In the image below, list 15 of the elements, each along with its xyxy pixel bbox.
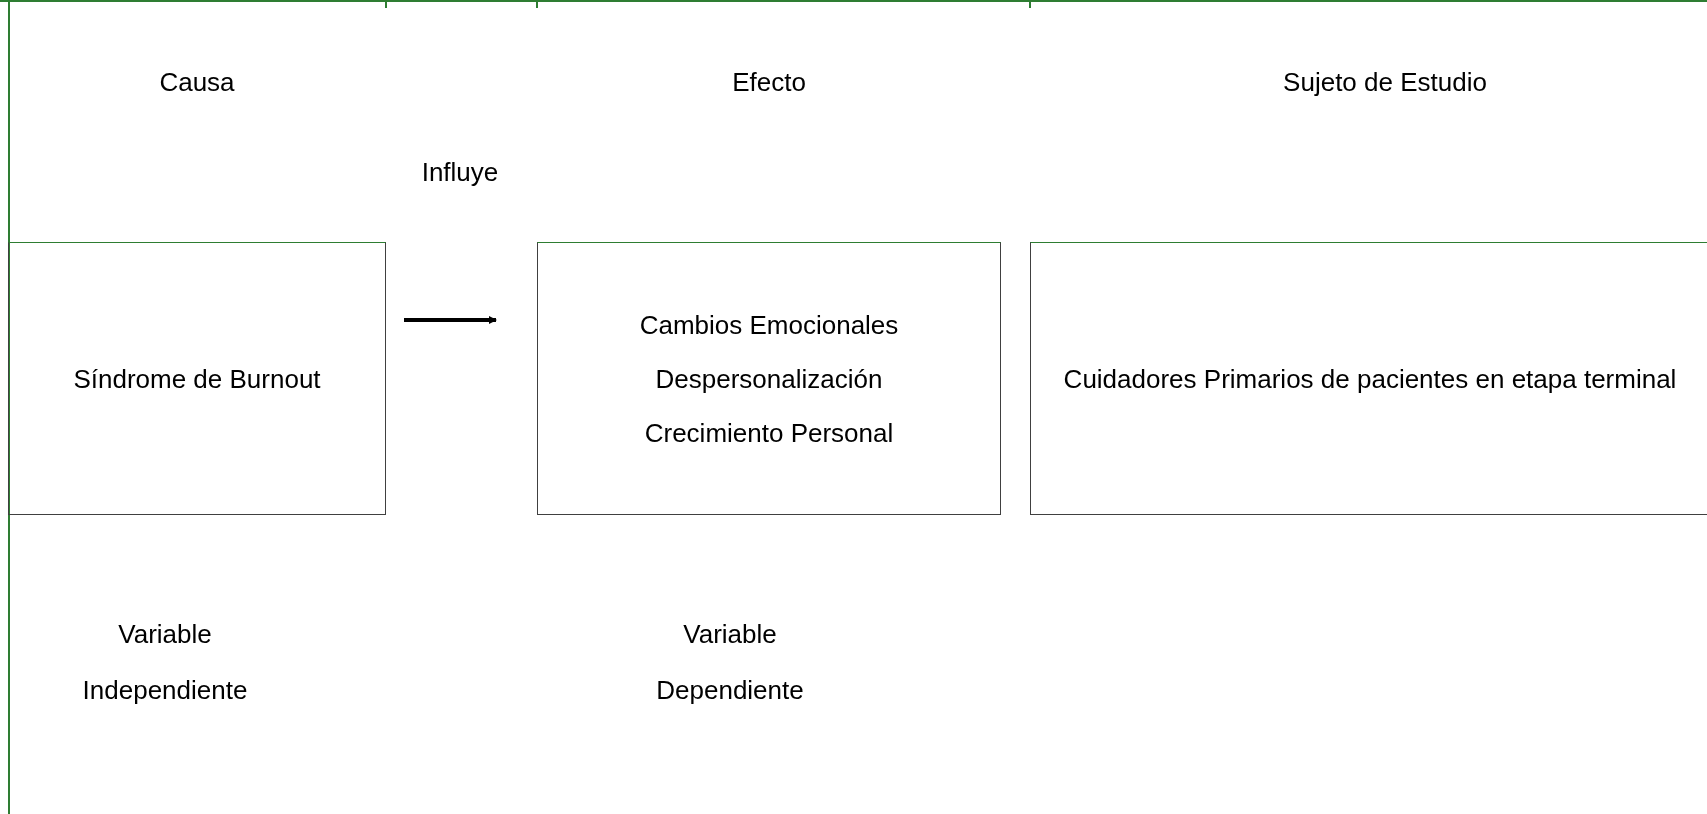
column-label: Efecto [731,66,807,99]
column-label: Variable Independiente [81,618,249,707]
box-text: Cuidadores Primarios de pacientes en etapa terminal [1062,362,1678,396]
text-box [1030,242,1707,515]
box-text: Crecimiento Personal [643,416,895,450]
column-label: Causa [158,66,236,99]
column-label: Sujeto de Estudio [1282,66,1488,99]
box-text: Despersonalización [654,362,884,396]
box-text: Síndrome de Burnout [72,362,322,396]
box-text: Cambios Emocionales [638,308,900,342]
column-label: Influye [420,156,500,189]
text-box [8,242,386,515]
text-box [537,242,1001,515]
arrow [404,316,497,324]
column-label: Variable Dependiente [655,618,805,707]
